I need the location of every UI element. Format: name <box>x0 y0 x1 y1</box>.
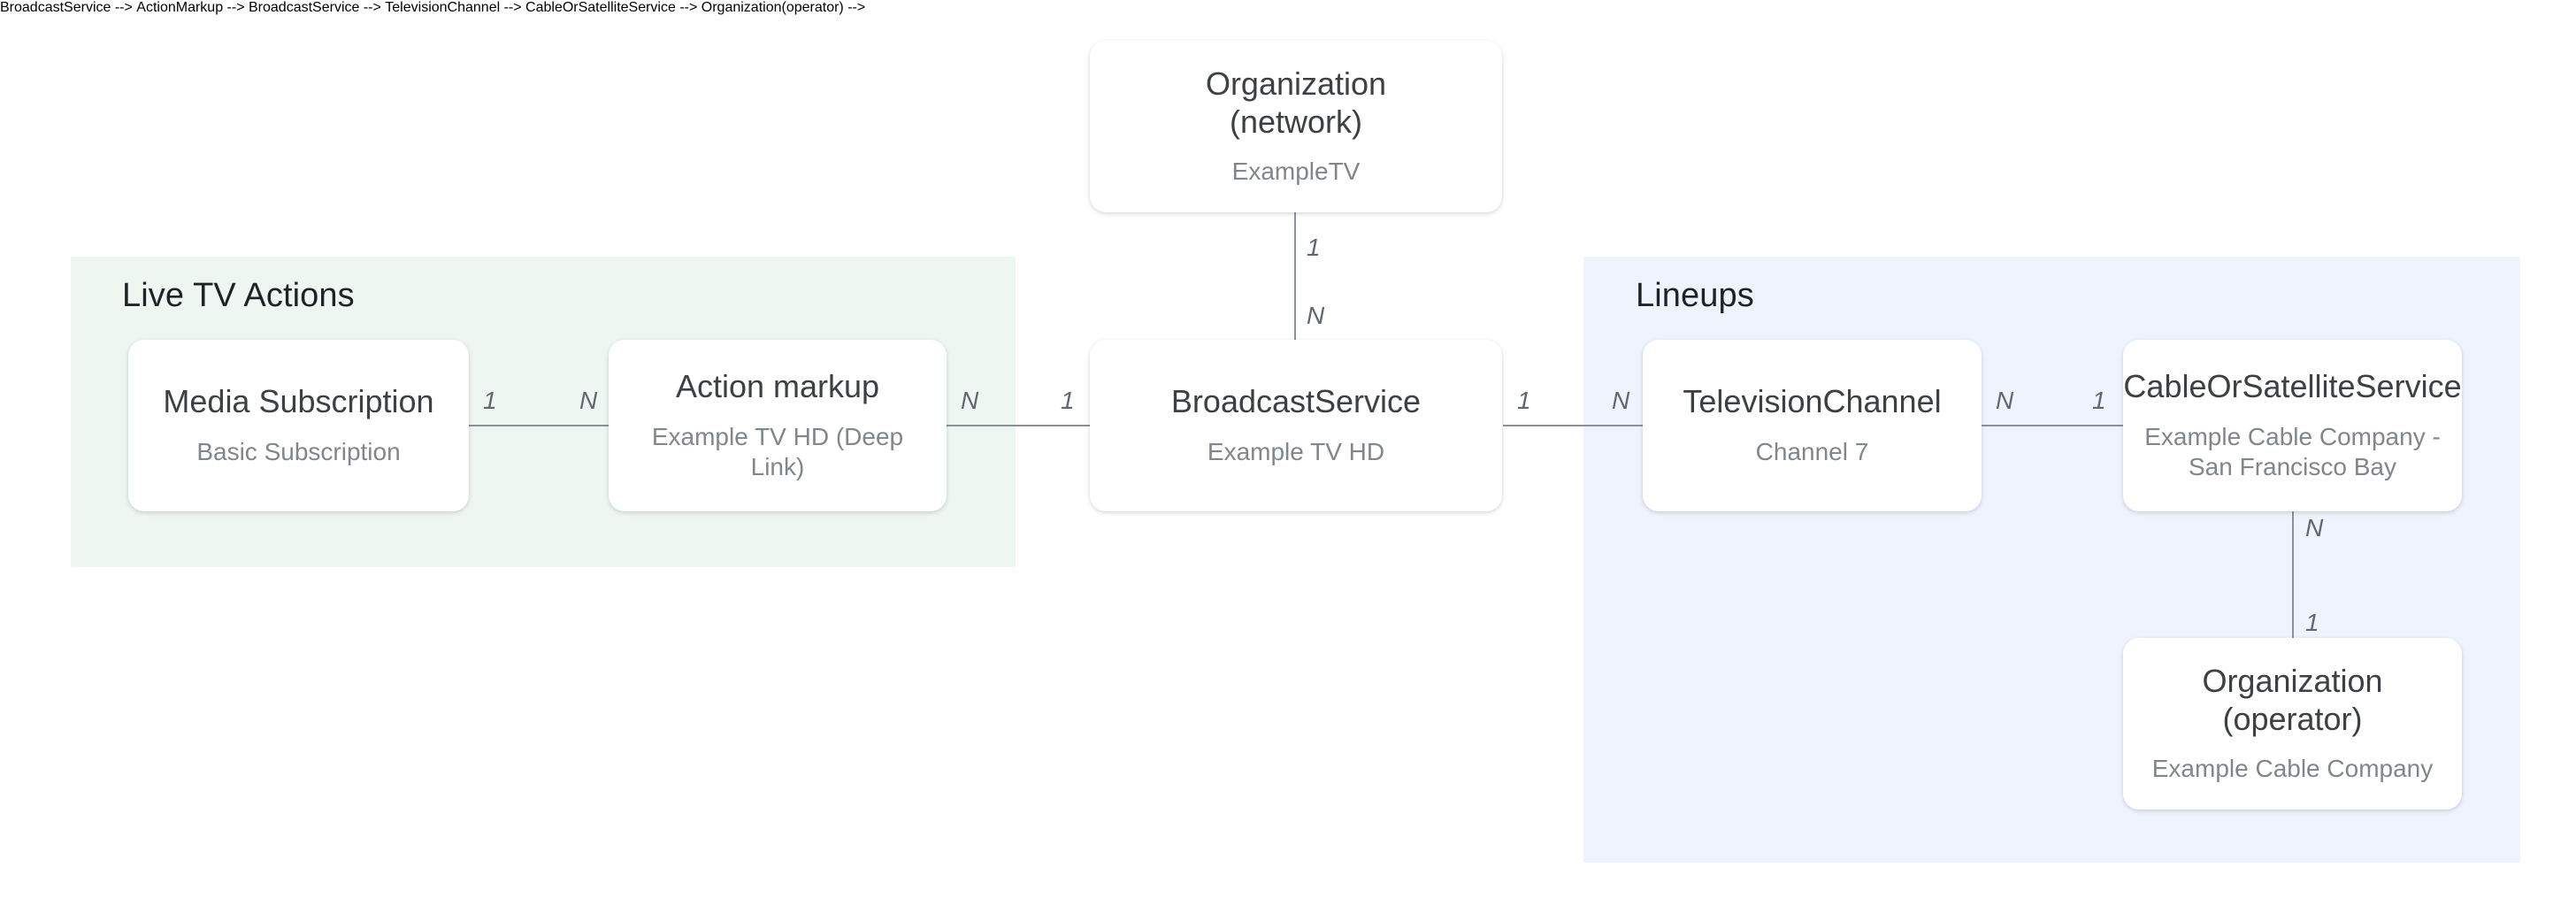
node-broadcast-service[interactable]: BroadcastService Example TV HD <box>1090 340 1502 511</box>
node-title-television-channel: TelevisionChannel <box>1683 383 1942 420</box>
node-subtitle-action-markup: Example TV HD (Deep Link) <box>651 422 904 481</box>
edge-label-cable-or-satellite-service-bottom: N <box>2305 514 2324 541</box>
node-cable-or-satellite-service[interactable]: CableOrSatelliteService Example Cable Co… <box>2123 340 2462 511</box>
node-title-cable-or-satellite-service: CableOrSatelliteService <box>2123 368 2462 405</box>
edge-line-action-markup-to-broadcast-service <box>946 425 1092 426</box>
node-title-broadcast-service: BroadcastService <box>1170 383 1422 420</box>
edge-line-cable-or-satellite-service-to-organization-operator <box>2292 511 2294 638</box>
node-subtitle-broadcast-service: Example TV HD <box>1207 437 1385 465</box>
node-media-subscription[interactable]: Media Subscription Basic Subscription <box>128 340 469 511</box>
node-title-media-subscription: Media Subscription <box>163 383 434 420</box>
edge-line-organization-network-to-broadcast-service <box>1294 211 1296 342</box>
edge-label-organization-network-to: N <box>1307 302 1325 329</box>
node-television-channel[interactable]: TelevisionChannel Channel 7 <box>1643 340 1982 511</box>
edge-label-broadcast-service-right: 1 <box>1517 387 1531 414</box>
node-subtitle-organization-operator: Example Cable Company <box>2151 755 2434 783</box>
node-subtitle-cable-or-satellite-service: Example Cable Company - San Francisco Ba… <box>2144 422 2441 481</box>
node-title-organization-network: Organization (network) <box>1205 65 1387 140</box>
node-subtitle-media-subscription: Basic Subscription <box>196 437 401 465</box>
edge-label-broadcast-service-left: 1 <box>1061 387 1075 414</box>
node-action-markup[interactable]: Action markup Example TV HD (Deep Link) <box>609 340 947 511</box>
panel-title-live-tv-actions: Live TV Actions <box>122 277 355 314</box>
edge-label-cable-or-satellite-service-left: 1 <box>2092 387 2106 414</box>
panel-title-lineups: Lineups <box>1636 277 1754 314</box>
edge-label-television-channel-right: N <box>1996 387 2014 414</box>
node-organization-operator[interactable]: Organization (operator) Example Cable Co… <box>2123 638 2462 810</box>
edge-line-media-subscription-to-action-markup <box>468 425 610 426</box>
node-subtitle-television-channel: Channel 7 <box>1755 437 1869 465</box>
edge-label-media-subscription-from: 1 <box>483 387 497 414</box>
edge-label-action-markup-from: N <box>961 387 979 414</box>
edge-label-organization-network-from: 1 <box>1307 234 1321 261</box>
edge-label-television-channel-left: N <box>1612 387 1630 414</box>
edge-label-organization-operator-top: 1 <box>2305 609 2319 636</box>
edge-label-action-markup-to: N <box>579 387 598 414</box>
edge-line-broadcast-service-to-television-channel <box>1503 425 1644 426</box>
node-title-organization-operator: Organization (operator) <box>2202 663 2383 737</box>
edge-line-television-channel-to-cable-or-satellite-service <box>1981 425 2124 426</box>
node-organization-network[interactable]: Organization (network) ExampleTV <box>1090 41 1502 212</box>
node-subtitle-organization-network: ExampleTV <box>1231 157 1361 186</box>
node-title-action-markup: Action markup <box>675 368 880 405</box>
